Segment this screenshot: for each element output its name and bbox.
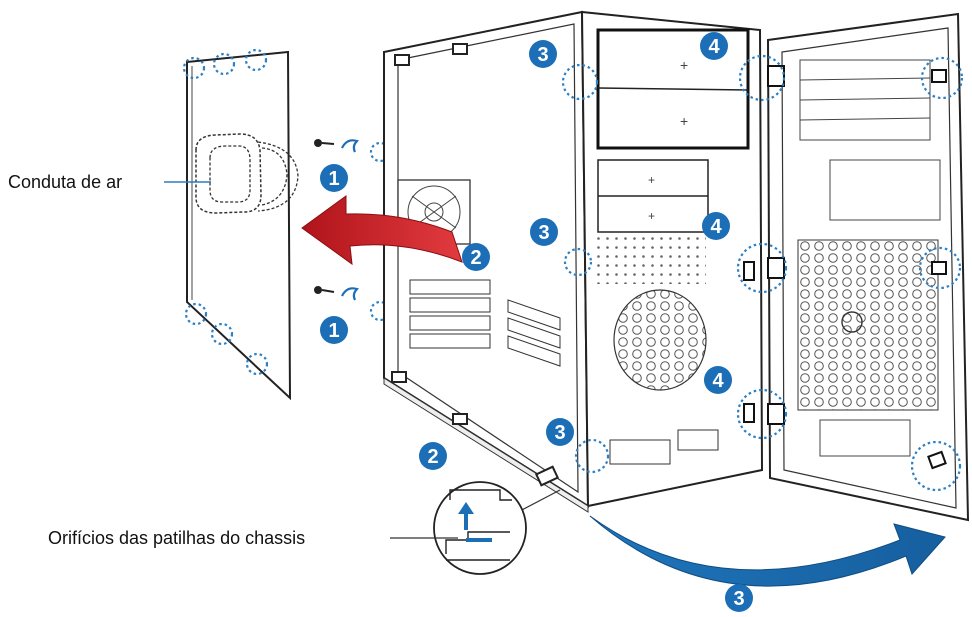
panel-tab-circle <box>182 56 206 80</box>
step-badge-slide-arrow: 2 <box>462 243 490 271</box>
svg-text:4: 4 <box>710 216 722 238</box>
svg-text:2: 2 <box>470 247 481 269</box>
step-badge-tab-bottom: 2 <box>419 442 447 470</box>
svg-text:1: 1 <box>328 168 339 190</box>
screw-bottom <box>314 286 391 322</box>
svg-text:+: + <box>648 173 655 187</box>
front-fan <box>613 289 707 391</box>
expansion-slots <box>409 279 561 367</box>
screw-top <box>314 139 391 163</box>
step-badge-swing-arrow: 3 <box>725 584 753 612</box>
step-badge-hinge-top: 3 <box>529 40 557 68</box>
chassis-tab-holes-label: Orifícios das patilhas do chassis <box>48 528 305 548</box>
svg-text:+: + <box>648 209 655 223</box>
svg-text:3: 3 <box>733 588 744 610</box>
step-badge-latch-top: 4 <box>700 32 728 60</box>
step-badge-latch-bottom: 4 <box>704 366 732 394</box>
side-panel <box>182 48 299 401</box>
panel-tab-circle <box>245 352 269 376</box>
screw-icon <box>314 286 322 294</box>
tab-hole-callout <box>433 481 561 575</box>
rotate-icon <box>341 287 360 301</box>
panel-tab-circle <box>212 52 236 76</box>
svg-text:4: 4 <box>712 370 724 392</box>
svg-text:3: 3 <box>538 222 549 244</box>
highlight-circles <box>561 54 964 492</box>
svg-text:3: 3 <box>554 422 565 444</box>
svg-text:4: 4 <box>708 36 720 58</box>
svg-text:3: 3 <box>537 44 548 66</box>
step-badge-latch-mid: 4 <box>702 212 730 240</box>
swing-arrow <box>589 515 946 587</box>
panel-tab-circle <box>210 322 234 346</box>
screw-icon <box>314 139 322 147</box>
svg-text:2: 2 <box>427 446 438 468</box>
rotate-icon <box>341 139 360 153</box>
air-duct-label-group: Conduta de ar <box>8 172 211 192</box>
air-duct-label: Conduta de ar <box>8 172 122 192</box>
panel-tab-circle <box>184 302 208 326</box>
step-badge-screw-top: 1 <box>320 164 348 192</box>
front-door <box>743 12 970 522</box>
svg-text:+: + <box>680 113 688 129</box>
step-badge-hinge-mid: 3 <box>530 218 558 246</box>
slide-arrow <box>301 195 463 266</box>
step-badge-screw-bottom: 1 <box>320 316 348 344</box>
step-badge-hinge-bottom: 3 <box>546 418 574 446</box>
chassis-tab-holes-label-group: Orifícios das patilhas do chassis <box>48 528 458 548</box>
svg-text:1: 1 <box>328 320 339 342</box>
air-duct <box>195 133 299 214</box>
svg-text:+: + <box>680 57 688 73</box>
panel-tab-circle <box>244 48 268 72</box>
